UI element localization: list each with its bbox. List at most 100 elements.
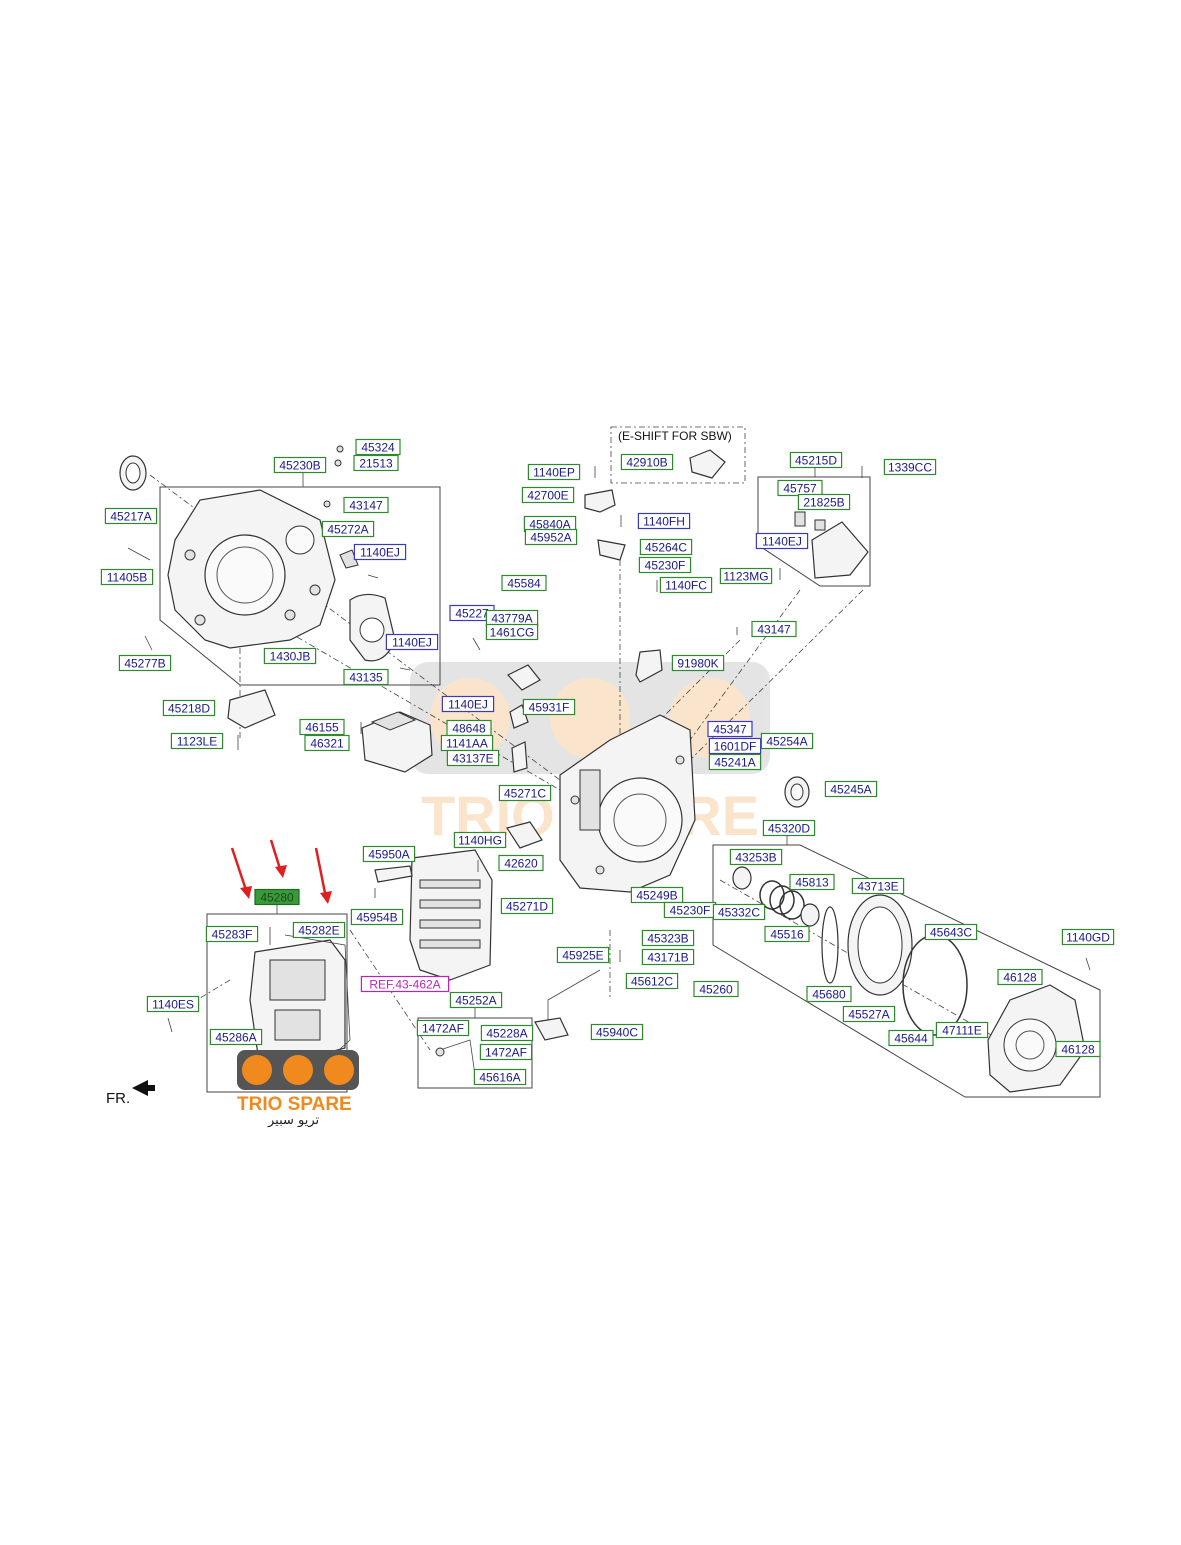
part-label-1123le[interactable]: 1123LE bbox=[170, 732, 224, 750]
part-label-1601df[interactable]: 1601DF bbox=[708, 737, 762, 755]
part-label-1140ep[interactable]: 1140EP bbox=[527, 463, 581, 481]
part-label-box bbox=[446, 749, 500, 767]
part-label-43147a[interactable]: 43147 bbox=[343, 496, 389, 514]
brand-name-arabic: تريو سبير bbox=[267, 1113, 320, 1128]
part-label-box bbox=[751, 620, 797, 638]
part-label-1140fh[interactable]: 1140FH bbox=[637, 512, 691, 530]
part-label-45527a[interactable]: 45527A bbox=[842, 1005, 896, 1023]
part-label-box bbox=[170, 732, 224, 750]
part-label-45952a[interactable]: 45952A bbox=[524, 528, 578, 546]
part-label-45323b[interactable]: 45323B bbox=[641, 929, 695, 947]
part-label-45277b[interactable]: 45277B bbox=[118, 654, 172, 672]
part-label-45616a[interactable]: 45616A bbox=[473, 1068, 527, 1086]
part-label-43137e[interactable]: 43137E bbox=[446, 749, 500, 767]
part-label-box bbox=[473, 1068, 527, 1086]
part-label-45950a[interactable]: 45950A bbox=[362, 845, 416, 863]
part-label-45254a[interactable]: 45254A bbox=[760, 732, 814, 750]
part-label-1339cc[interactable]: 1339CC bbox=[883, 458, 937, 476]
part-label-box bbox=[755, 532, 809, 550]
part-label-45840a[interactable]: 45840A bbox=[523, 515, 577, 533]
part-label-45584[interactable]: 45584 bbox=[501, 574, 547, 592]
part-label-45931f[interactable]: 45931F bbox=[522, 698, 576, 716]
part-label-45230b[interactable]: 45230B bbox=[273, 456, 327, 474]
part-label-45252a[interactable]: 45252A bbox=[449, 991, 503, 1009]
part-label-45320d[interactable]: 45320D bbox=[762, 819, 816, 837]
part-label-45940c[interactable]: 45940C bbox=[590, 1023, 644, 1041]
part-label-42620[interactable]: 42620 bbox=[498, 854, 544, 872]
part-number-text: 43779A bbox=[491, 612, 532, 626]
part-label-1140eja[interactable]: 1140EJ bbox=[353, 543, 407, 561]
part-label-1141aa[interactable]: 1141AA bbox=[440, 734, 494, 752]
part-label-45215d[interactable]: 45215D bbox=[789, 451, 843, 469]
part-number-text: 45643C bbox=[930, 926, 972, 940]
part-label-1123mg[interactable]: 1123MG bbox=[719, 567, 773, 585]
part-label-45813[interactable]: 45813 bbox=[789, 873, 835, 891]
part-label-45218d[interactable]: 45218D bbox=[162, 699, 216, 717]
part-label-box bbox=[416, 1019, 470, 1037]
part-label-45264c[interactable]: 45264C bbox=[639, 538, 693, 556]
part-label-1472afb[interactable]: 1472AF bbox=[479, 1043, 533, 1061]
part-label-47111e[interactable]: 47111E bbox=[935, 1021, 989, 1039]
part-label-45324[interactable]: 45324 bbox=[355, 438, 401, 456]
part-label-45272a[interactable]: 45272A bbox=[321, 520, 375, 538]
part-label-1430jb[interactable]: 1430JB bbox=[263, 647, 317, 665]
part-label-46128a[interactable]: 46128 bbox=[997, 968, 1043, 986]
part-label-box bbox=[556, 946, 610, 964]
part-label-43253b[interactable]: 43253B bbox=[729, 848, 783, 866]
part-label-45230fb[interactable]: 45230F bbox=[663, 901, 717, 919]
part-label-1140es[interactable]: 1140ES bbox=[146, 995, 200, 1013]
part-label-45228a[interactable]: 45228A bbox=[480, 1024, 534, 1042]
part-label-1140ejc[interactable]: 1140EJ bbox=[755, 532, 809, 550]
part-label-1472afa[interactable]: 1472AF bbox=[416, 1019, 470, 1037]
part-label-45286a[interactable]: 45286A bbox=[209, 1028, 263, 1046]
part-label-box bbox=[842, 1005, 896, 1023]
part-label-45680[interactable]: 45680 bbox=[806, 985, 852, 1003]
part-label-45644[interactable]: 45644 bbox=[888, 1029, 934, 1047]
part-label-45249b[interactable]: 45249B bbox=[630, 886, 684, 904]
part-label-45280[interactable]: 45280 bbox=[254, 888, 300, 906]
part-label-21513[interactable]: 21513 bbox=[353, 454, 399, 472]
part-label-46128b[interactable]: 46128 bbox=[1055, 1040, 1101, 1058]
part-label-46155[interactable]: 46155 bbox=[299, 718, 345, 736]
part-label-1461cg[interactable]: 1461CG bbox=[485, 623, 539, 641]
part-label-1140hg[interactable]: 1140HG bbox=[453, 831, 507, 849]
part-label-ref[interactable]: REF.43-462A bbox=[360, 975, 450, 993]
part-label-45612c[interactable]: 45612C bbox=[625, 972, 679, 990]
part-label-1140gd[interactable]: 1140GD bbox=[1061, 928, 1115, 946]
part-label-1140ejd[interactable]: 1140EJ bbox=[441, 695, 495, 713]
part-label-1140ejb[interactable]: 1140EJ bbox=[385, 633, 439, 651]
part-label-11405b[interactable]: 11405B bbox=[100, 568, 154, 586]
part-label-46321[interactable]: 46321 bbox=[304, 734, 350, 752]
part-label-45925e[interactable]: 45925E bbox=[556, 946, 610, 964]
part-label-21825b[interactable]: 21825B bbox=[797, 493, 851, 511]
tcu-module bbox=[249, 934, 351, 1061]
part-number-text: 45264C bbox=[645, 541, 687, 555]
part-label-45241a[interactable]: 45241A bbox=[708, 753, 762, 771]
part-label-43147b[interactable]: 43147 bbox=[751, 620, 797, 638]
part-label-43779a[interactable]: 43779A bbox=[485, 609, 539, 627]
part-label-42910b[interactable]: 42910B bbox=[620, 453, 674, 471]
part-label-45643c[interactable]: 45643C bbox=[924, 923, 978, 941]
part-label-45230fa[interactable]: 45230F bbox=[638, 556, 692, 574]
part-label-45245a[interactable]: 45245A bbox=[824, 780, 878, 798]
part-label-45283f[interactable]: 45283F bbox=[205, 925, 259, 943]
part-label-45516[interactable]: 45516 bbox=[764, 925, 810, 943]
part-label-45260[interactable]: 45260 bbox=[693, 980, 739, 998]
part-label-45757[interactable]: 45757 bbox=[777, 479, 823, 497]
part-label-box bbox=[299, 718, 345, 736]
part-label-48648[interactable]: 48648 bbox=[446, 719, 492, 737]
part-label-45347[interactable]: 45347 bbox=[707, 720, 753, 738]
part-label-42700e[interactable]: 42700E bbox=[521, 486, 575, 504]
part-label-45282e[interactable]: 45282E bbox=[292, 921, 346, 939]
part-label-1140fc[interactable]: 1140FC bbox=[659, 576, 713, 594]
part-label-45271c[interactable]: 45271C bbox=[498, 784, 552, 802]
part-label-45271d[interactable]: 45271D bbox=[500, 897, 554, 915]
part-label-45217a[interactable]: 45217A bbox=[104, 507, 158, 525]
part-label-45954b[interactable]: 45954B bbox=[350, 908, 404, 926]
part-label-43135[interactable]: 43135 bbox=[343, 668, 389, 686]
part-label-43713e[interactable]: 43713E bbox=[851, 877, 905, 895]
part-label-91980k[interactable]: 91980K bbox=[671, 654, 725, 672]
part-label-43171b[interactable]: 43171B bbox=[641, 948, 695, 966]
part-label-45332c[interactable]: 45332C bbox=[712, 903, 766, 921]
